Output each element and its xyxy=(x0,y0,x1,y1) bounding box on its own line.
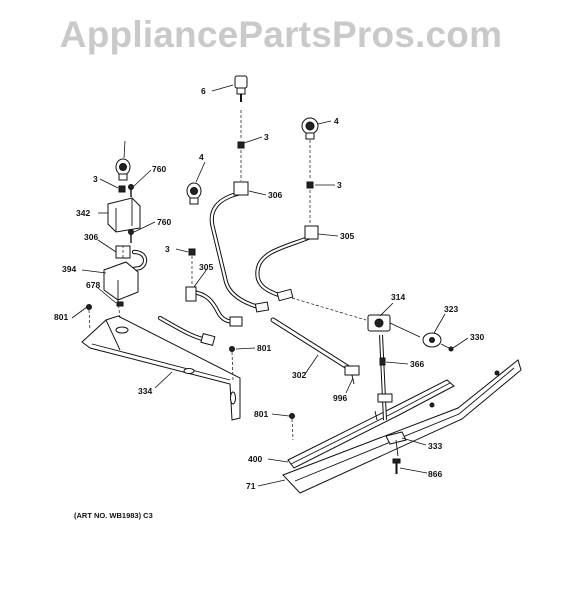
callout-4-right: 4 xyxy=(334,116,339,126)
callout-305-left: 305 xyxy=(199,262,213,272)
callout-302: 302 xyxy=(292,370,306,380)
screw-330 xyxy=(440,343,454,352)
clip-3-right xyxy=(306,140,314,224)
watermark: AppliancePartsPros.com xyxy=(59,14,503,55)
callout-323: 323 xyxy=(444,304,458,314)
callout-3-right: 3 xyxy=(337,180,342,190)
callout-366: 366 xyxy=(410,359,424,369)
bracket-334 xyxy=(81,315,241,421)
burner-tube-vertical xyxy=(377,334,393,421)
leader-lines xyxy=(71,84,469,487)
valve-314 xyxy=(367,314,421,338)
burner-tube-302 xyxy=(270,317,358,375)
igniter-996 xyxy=(344,365,360,385)
gas-tube-305-right xyxy=(255,233,367,321)
callout-334: 334 xyxy=(138,386,152,396)
callout-678: 678 xyxy=(86,280,100,290)
screw-801-left xyxy=(86,304,92,331)
callout-996: 996 xyxy=(333,393,347,403)
clip-3-center-left xyxy=(188,248,196,286)
screw-801-center xyxy=(229,346,235,381)
callout-6: 6 xyxy=(201,86,206,96)
callout-3-left: 3 xyxy=(93,174,98,184)
callout-labels: 6 3 4 306 3 305 4 3 760 342 760 306 3 39… xyxy=(54,86,484,491)
orifice-hood-4-right xyxy=(301,117,319,140)
callout-3-top: 3 xyxy=(264,132,269,142)
callout-314: 314 xyxy=(391,292,405,302)
callout-801-bottom: 801 xyxy=(254,409,268,419)
screw-760-top xyxy=(128,184,134,197)
callout-866: 866 xyxy=(428,469,442,479)
callout-801-left: 801 xyxy=(54,312,68,322)
callout-71: 71 xyxy=(246,481,256,491)
callout-801-center: 801 xyxy=(257,343,271,353)
gas-tube-305-left xyxy=(157,286,243,346)
callout-342: 342 xyxy=(76,208,90,218)
screw-801-bottom xyxy=(289,413,295,441)
callout-394: 394 xyxy=(62,264,76,274)
orifice-hood-4-left xyxy=(115,158,131,181)
callout-3-center-left: 3 xyxy=(165,244,170,254)
burner-pan-71 xyxy=(282,359,522,494)
callout-306-center: 306 xyxy=(268,190,282,200)
valve-assembly-left xyxy=(103,245,148,319)
callout-333: 333 xyxy=(428,441,442,451)
screw-678 xyxy=(116,301,124,307)
screw-760-mid xyxy=(128,229,134,243)
callout-760-top: 760 xyxy=(152,164,166,174)
spring-366 xyxy=(379,357,386,366)
callout-760-mid: 760 xyxy=(157,217,171,227)
orifice-hood-6 xyxy=(234,75,248,102)
gas-tube-306-center xyxy=(209,181,270,313)
burner-support-400 xyxy=(287,379,455,469)
callout-330: 330 xyxy=(470,332,484,342)
clamp-333 xyxy=(385,431,407,457)
callout-4-center: 4 xyxy=(199,152,204,162)
screw-866 xyxy=(392,458,401,474)
orifice-323 xyxy=(422,332,442,348)
callout-400: 400 xyxy=(248,454,262,464)
fitting-305-right xyxy=(304,225,319,240)
orifice-hood-4-center xyxy=(186,182,202,205)
callout-305-right: 305 xyxy=(340,231,354,241)
clip-3-left xyxy=(118,185,126,193)
bracket-342 xyxy=(107,197,141,233)
clip-3-top-center xyxy=(237,110,245,181)
art-number: (ART NO. WB1983) C3 xyxy=(74,511,153,520)
callout-306-left: 306 xyxy=(84,232,98,242)
